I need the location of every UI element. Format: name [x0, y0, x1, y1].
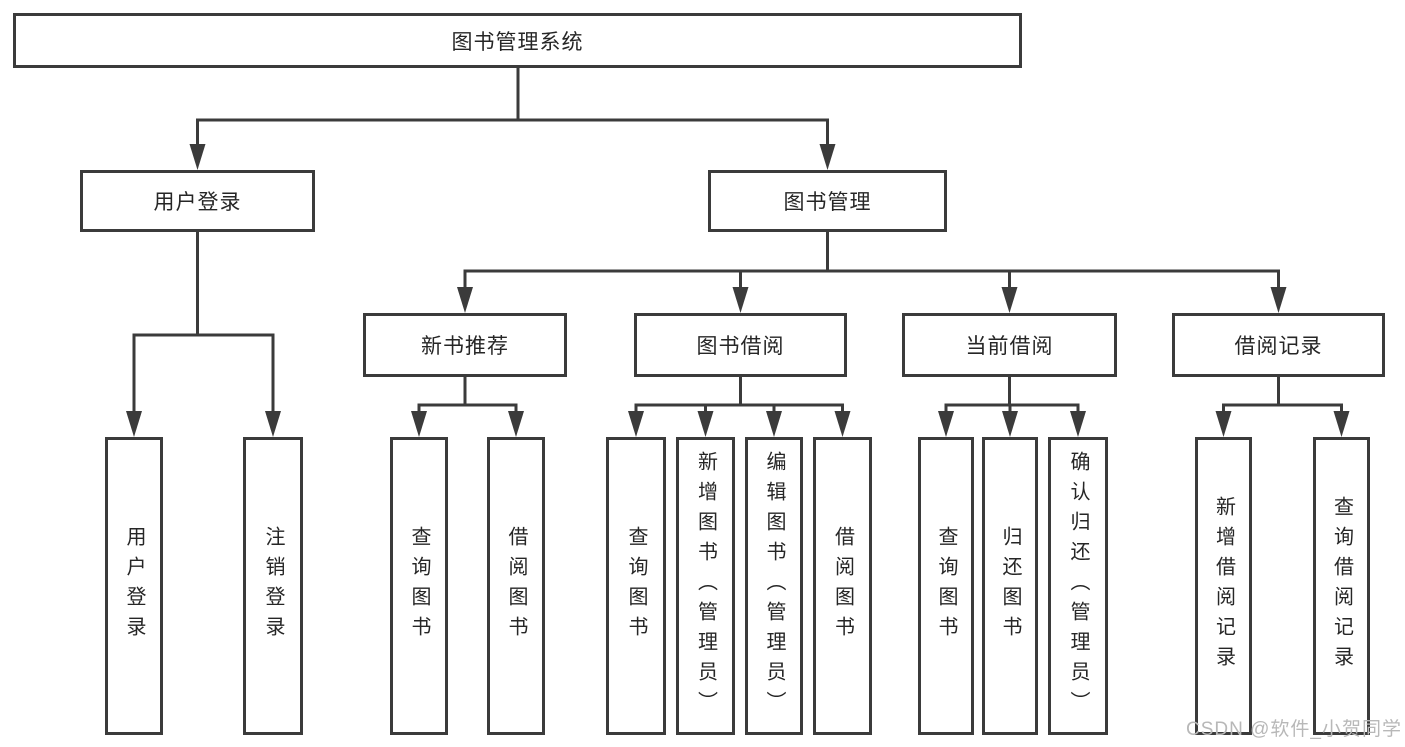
- leaf-borrow-books: 借阅图书: [813, 437, 872, 735]
- node-new-book-recommend: 新书推荐: [363, 313, 567, 377]
- node-label: 新书推荐: [421, 335, 509, 358]
- leaf-label: 归还图书: [999, 526, 1021, 646]
- node-label: 图书管理系统: [451, 30, 584, 54]
- node-label: 图书借阅: [696, 335, 785, 358]
- leaf-label: 用户登录: [123, 526, 145, 646]
- leaf-edit-books-admin: 编辑图书（管理员）: [745, 437, 803, 735]
- leaf-label: 查询借阅记录: [1330, 496, 1353, 676]
- node-label: 图书管理: [783, 191, 872, 214]
- leaf-label: 借阅图书: [831, 526, 854, 646]
- watermark: CSDN @软件_小贺同学: [1186, 719, 1402, 740]
- leaf-query-borrow-record: 查询借阅记录: [1313, 437, 1370, 735]
- node-user-login: 用户登录: [80, 170, 315, 232]
- leaf-label: 确认归还（管理员）: [1067, 451, 1089, 721]
- leaf-label: 查询图书: [935, 526, 957, 646]
- leaf-return-books: 归还图书: [982, 437, 1038, 735]
- node-current-borrow: 当前借阅: [902, 313, 1117, 377]
- leaf-label: 查询图书: [408, 526, 430, 646]
- leaf-add-books-admin: 新增图书（管理员）: [676, 437, 735, 735]
- leaf-query-books-current: 查询图书: [918, 437, 974, 735]
- node-label: 借阅记录: [1234, 335, 1323, 358]
- leaf-user-login: 用户登录: [105, 437, 163, 735]
- leaf-label: 编辑图书（管理员）: [763, 451, 785, 721]
- node-library-management-system: 图书管理系统: [13, 13, 1022, 68]
- leaf-query-books-borrow: 查询图书: [606, 437, 666, 735]
- node-label: 用户登录: [153, 191, 242, 214]
- leaf-logout-login: 注销登录: [243, 437, 303, 735]
- node-book-management: 图书管理: [708, 170, 947, 232]
- leaf-add-borrow-record: 新增借阅记录: [1195, 437, 1252, 735]
- leaf-label: 查询图书: [625, 526, 647, 646]
- node-borrow-records: 借阅记录: [1172, 313, 1385, 377]
- leaf-confirm-return-admin: 确认归还（管理员）: [1048, 437, 1108, 735]
- leaf-borrow-books-recommend: 借阅图书: [487, 437, 545, 735]
- leaf-label: 借阅图书: [505, 526, 527, 646]
- leaf-label: 新增图书（管理员）: [694, 451, 717, 721]
- leaf-label: 注销登录: [262, 526, 284, 646]
- node-book-borrow: 图书借阅: [634, 313, 847, 377]
- node-label: 当前借阅: [965, 335, 1054, 358]
- leaf-query-books-recommend: 查询图书: [390, 437, 448, 735]
- leaf-label: 新增借阅记录: [1212, 496, 1235, 676]
